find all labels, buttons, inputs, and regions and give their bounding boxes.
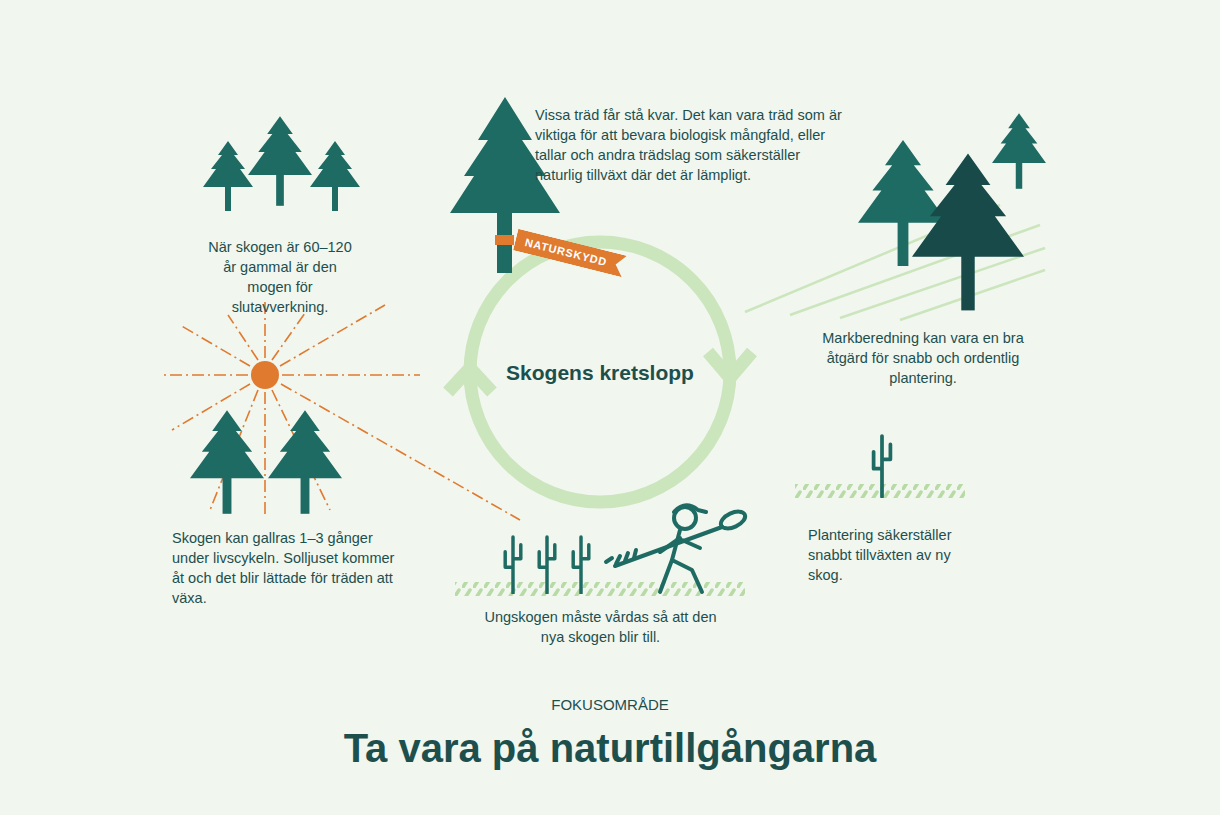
text-label: Ungskogen måste vårdas så att den nya sk… xyxy=(478,607,723,647)
worker-figure xyxy=(606,505,748,592)
title: Ta vara på naturtillgångarna xyxy=(0,724,1220,772)
replanted-trees xyxy=(858,113,1046,310)
text-label: Plantering säkerställer snabbt tillväxte… xyxy=(808,525,970,585)
ground-hatch xyxy=(795,484,965,498)
text-label: Skogen kan gallras 1–3 gånger under livs… xyxy=(172,528,400,608)
mature-trees xyxy=(203,116,360,211)
text-label: Markberedning kan vara en bra åtgärd för… xyxy=(808,328,1038,388)
sapling xyxy=(874,436,891,497)
thinned-trees xyxy=(190,410,342,514)
naturskydd-flag: NATURSKYDD xyxy=(513,229,627,277)
node-text: Skogens kretslopp xyxy=(500,358,700,387)
cycle-center: Skogens kretslopp xyxy=(500,358,700,387)
text-label: När skogen är 60–120 år gammal är den mo… xyxy=(200,237,360,317)
node-text: NATURSKYDD xyxy=(520,235,612,269)
text-label: FOKUSOMRÅDE xyxy=(460,695,760,715)
saplings xyxy=(505,537,589,593)
cycle-ring xyxy=(448,242,752,502)
sun-rays xyxy=(160,300,520,520)
text-label: Vissa träd får stå kvar. Det kan vara tr… xyxy=(535,105,847,185)
sun xyxy=(251,361,279,389)
